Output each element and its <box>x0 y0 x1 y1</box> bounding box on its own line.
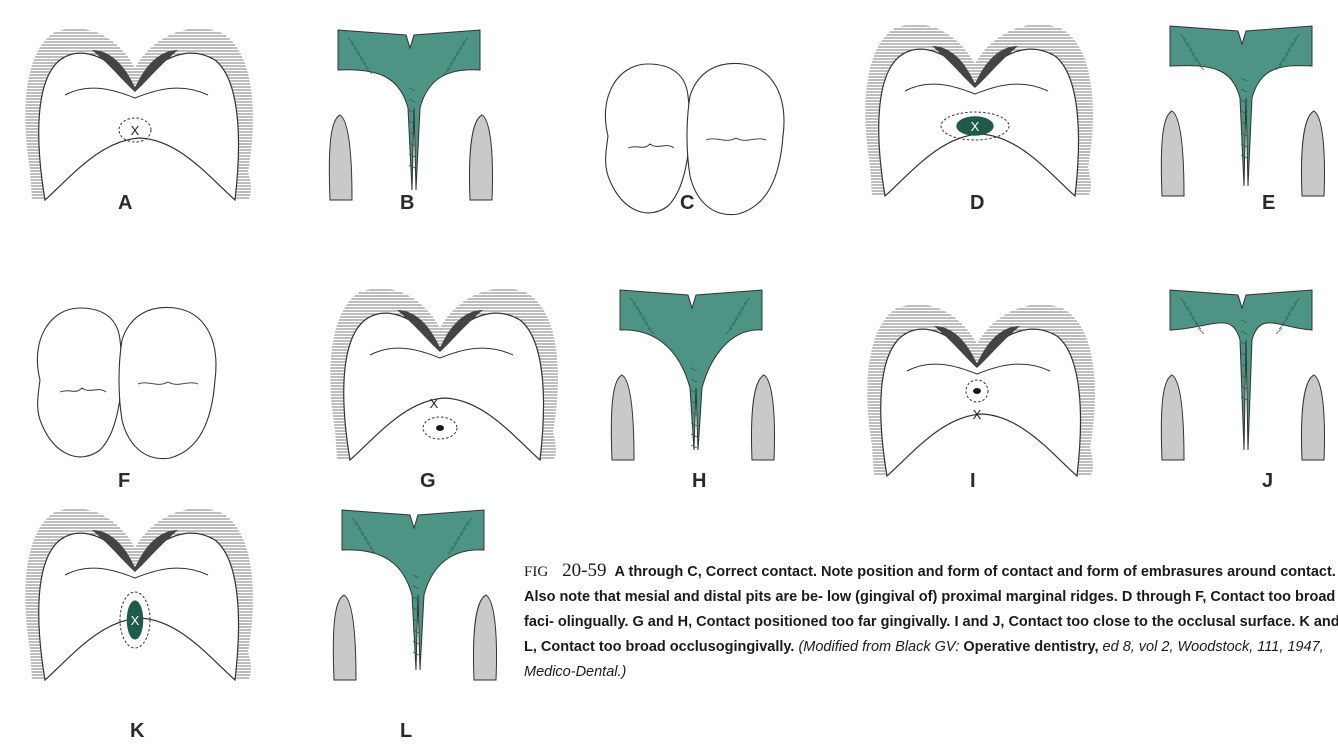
panel-i-drawing: X <box>862 296 1102 481</box>
contact-point <box>973 388 981 394</box>
contact-x-marker: X <box>971 119 980 134</box>
panel-label-g: G <box>420 470 436 493</box>
contact-x-marker: X <box>973 407 982 422</box>
panel-k-drawing: X <box>20 500 260 685</box>
crown-left <box>37 308 121 457</box>
contact-x-marker: X <box>131 613 140 628</box>
panel-label-a: A <box>118 192 132 215</box>
panel-j-drawing <box>1150 280 1338 465</box>
gingiva-left <box>611 375 634 460</box>
contact-point <box>436 425 444 431</box>
panel-label-j: J <box>1262 470 1273 493</box>
adjacent-teeth-section <box>342 510 484 670</box>
crown-right <box>119 307 216 458</box>
gingiva-left <box>1161 111 1184 196</box>
gingiva-left <box>333 595 356 680</box>
caption-source-book: Operative dentistry, <box>963 639 1098 655</box>
panel-e-drawing <box>1150 16 1338 201</box>
panel-a-drawing: X <box>20 20 260 205</box>
figure-caption: FIG20-59 A through C, Correct contact. N… <box>524 558 1338 685</box>
panel-b-drawing <box>318 20 558 205</box>
contact-x-marker: X <box>131 123 140 138</box>
panel-label-d: D <box>970 192 984 215</box>
gingiva-left <box>1161 375 1184 460</box>
caption-source-prefix: (Modified from Black GV: <box>798 639 959 655</box>
panel-g-drawing: X <box>325 280 565 465</box>
gingiva-right <box>470 115 493 200</box>
gingiva-left <box>329 115 352 200</box>
panel-label-b: B <box>400 192 414 215</box>
caption-fig-prefix: FIG <box>524 564 548 580</box>
crown-left <box>605 64 689 213</box>
gingiva-right <box>1302 375 1325 460</box>
contact-x-marker: X <box>430 396 439 411</box>
adjacent-teeth-section <box>620 290 762 450</box>
panel-h-drawing <box>600 280 840 465</box>
crown-right <box>687 63 784 214</box>
panel-label-e: E <box>1262 192 1275 215</box>
panel-label-f: F <box>118 470 130 493</box>
adjacent-teeth-section <box>1170 290 1312 450</box>
panel-f-drawing <box>20 300 260 485</box>
panel-c-drawing <box>588 56 828 241</box>
panel-d-drawing: X <box>860 16 1100 201</box>
panel-label-i: I <box>970 470 976 493</box>
gingiva-right <box>752 375 775 460</box>
panel-label-l: L <box>400 720 412 743</box>
panel-label-c: C <box>680 192 694 215</box>
adjacent-teeth-section <box>1170 26 1312 186</box>
gingiva-right <box>474 595 497 680</box>
caption-fig-number: 20-59 <box>562 560 606 581</box>
panel-label-h: H <box>692 470 706 493</box>
gingiva-right <box>1302 111 1325 196</box>
panel-label-k: K <box>130 720 144 743</box>
